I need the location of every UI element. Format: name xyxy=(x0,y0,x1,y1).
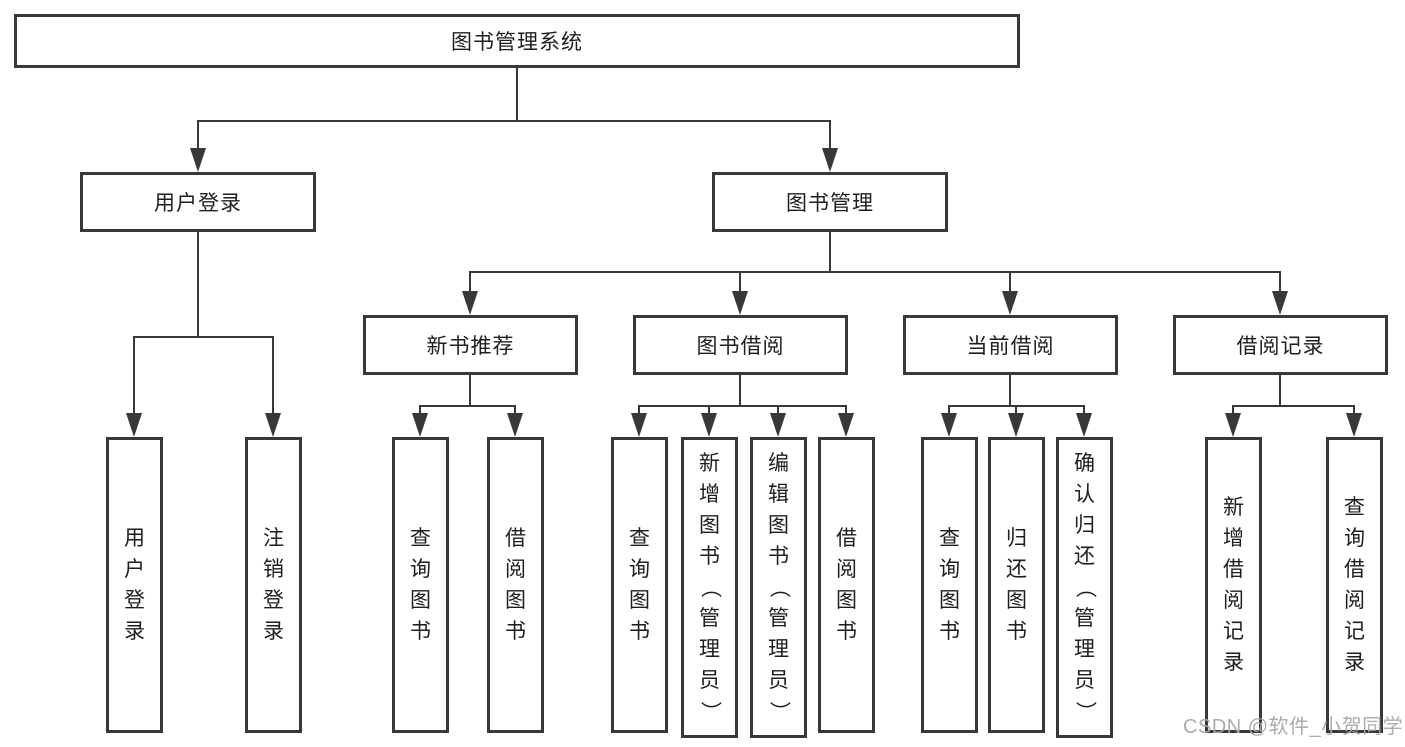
leaf-cb-confirm-return-admin-label: 确认归还（管理员） xyxy=(1073,452,1096,722)
arrowhead-icon xyxy=(701,413,717,437)
node-book-borrow: 图书借阅 xyxy=(633,315,848,375)
connector-drop xyxy=(1353,405,1355,417)
leaf-br-query-record: 查询借阅记录 xyxy=(1326,437,1383,733)
arrowhead-icon xyxy=(507,413,523,437)
connector-drop xyxy=(272,336,274,417)
node-borrow-records: 借阅记录 xyxy=(1173,315,1388,375)
arrowhead-icon xyxy=(770,413,786,437)
leaf-cb-query-books: 查询图书 xyxy=(921,437,978,733)
connector-stem xyxy=(739,375,741,407)
leaf-user-login: 用户登录 xyxy=(106,437,163,733)
arrowhead-icon xyxy=(1272,291,1288,315)
leaf-bb-query-books-label: 查询图书 xyxy=(629,527,650,643)
connector-drop xyxy=(739,271,741,295)
leaf-bb-add-books-admin-label: 新增图书（管理员） xyxy=(698,452,721,722)
connector-drop xyxy=(1009,271,1011,295)
leaf-user-login-label: 用户登录 xyxy=(124,527,145,643)
connector-drop xyxy=(948,405,950,417)
leaf-bb-query-books: 查询图书 xyxy=(611,437,668,733)
connector-rail xyxy=(1232,405,1355,407)
arrowhead-icon xyxy=(1076,413,1092,437)
connector-drop xyxy=(514,405,516,417)
connector-stem xyxy=(829,232,831,273)
leaf-br-add-record-label: 新增借阅记录 xyxy=(1223,496,1244,674)
leaf-rec-query-books-label: 查询图书 xyxy=(410,527,431,643)
connector-rail xyxy=(469,271,1281,273)
leaf-bb-edit-books-admin: 编辑图书（管理员） xyxy=(750,437,807,738)
connector-drop xyxy=(133,336,135,417)
connector-drop xyxy=(469,271,471,295)
connector-drop xyxy=(638,405,640,417)
leaf-logout: 注销登录 xyxy=(245,437,302,733)
connector-drop xyxy=(708,405,710,417)
leaf-bb-borrow-books: 借阅图书 xyxy=(818,437,875,733)
connector-stem xyxy=(516,68,518,122)
leaf-bb-add-books-admin: 新增图书（管理员） xyxy=(681,437,738,738)
arrowhead-icon xyxy=(1008,413,1024,437)
arrowhead-icon xyxy=(838,413,854,437)
node-root-label: 图书管理系统 xyxy=(451,31,583,54)
arrowhead-icon xyxy=(941,413,957,437)
connector-drop xyxy=(419,405,421,417)
leaf-rec-borrow-books-label: 借阅图书 xyxy=(505,527,526,643)
node-user-login: 用户登录 xyxy=(80,172,316,232)
arrowhead-icon xyxy=(190,148,206,172)
connector-rail xyxy=(638,405,847,407)
leaf-cb-query-books-label: 查询图书 xyxy=(939,527,960,643)
node-current-borrow-label: 当前借阅 xyxy=(966,335,1055,358)
arrowhead-icon xyxy=(462,291,478,315)
arrowhead-icon xyxy=(732,291,748,315)
arrowhead-icon xyxy=(822,148,838,172)
leaf-cb-return-books-label: 归还图书 xyxy=(1006,527,1027,643)
node-new-book-rec: 新书推荐 xyxy=(363,315,578,375)
connector-drop xyxy=(1279,271,1281,295)
node-new-book-rec-label: 新书推荐 xyxy=(426,335,515,358)
node-current-borrow: 当前借阅 xyxy=(903,315,1118,375)
connector-rail xyxy=(197,120,831,122)
connector-drop xyxy=(1083,405,1085,417)
arrowhead-icon xyxy=(1002,291,1018,315)
csdn-watermark: CSDN @软件_小贺同学 xyxy=(1183,716,1404,738)
leaf-bb-borrow-books-label: 借阅图书 xyxy=(836,527,857,643)
connector-drop xyxy=(197,120,199,152)
node-borrow-records-label: 借阅记录 xyxy=(1236,335,1325,358)
connector-stem xyxy=(1009,375,1011,407)
leaf-logout-label: 注销登录 xyxy=(263,527,284,643)
node-book-mgmt-label: 图书管理 xyxy=(786,192,874,215)
node-book-borrow-label: 图书借阅 xyxy=(696,335,785,358)
leaf-bb-edit-books-admin-label: 编辑图书（管理员） xyxy=(767,452,790,722)
connector-rail xyxy=(419,405,516,407)
leaf-br-add-record: 新增借阅记录 xyxy=(1205,437,1262,733)
connector-rail xyxy=(133,336,274,338)
arrowhead-icon xyxy=(1346,413,1362,437)
arrowhead-icon xyxy=(265,413,281,437)
arrowhead-icon xyxy=(412,413,428,437)
connector-stem xyxy=(1279,375,1281,407)
node-book-mgmt: 图书管理 xyxy=(712,172,948,232)
connector-stem xyxy=(469,375,471,407)
leaf-rec-borrow-books: 借阅图书 xyxy=(487,437,544,733)
node-user-login-label: 用户登录 xyxy=(154,192,242,215)
node-root: 图书管理系统 xyxy=(14,14,1020,68)
leaf-cb-return-books: 归还图书 xyxy=(988,437,1045,733)
leaf-cb-confirm-return-admin: 确认归还（管理员） xyxy=(1056,437,1113,738)
connector-drop xyxy=(1232,405,1234,417)
connector-drop xyxy=(777,405,779,417)
connector-drop xyxy=(829,120,831,152)
arrowhead-icon xyxy=(631,413,647,437)
arrowhead-icon xyxy=(1225,413,1241,437)
arrowhead-icon xyxy=(126,413,142,437)
connector-drop xyxy=(1015,405,1017,417)
connector-drop xyxy=(845,405,847,417)
leaf-rec-query-books: 查询图书 xyxy=(392,437,449,733)
leaf-br-query-record-label: 查询借阅记录 xyxy=(1344,496,1365,674)
connector-stem xyxy=(197,232,199,338)
